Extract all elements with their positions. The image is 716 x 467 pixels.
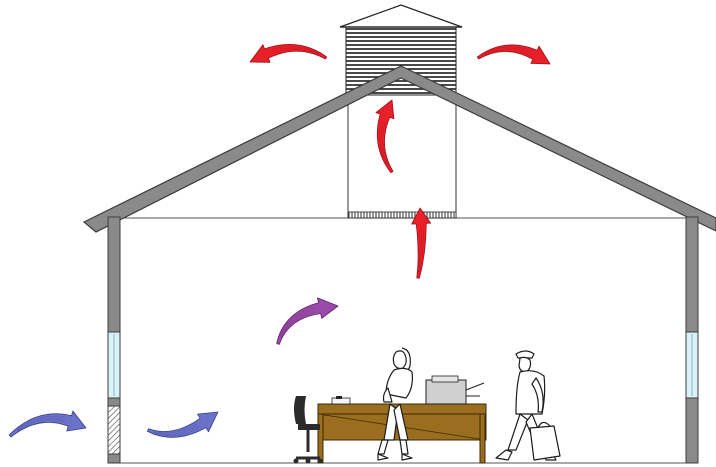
arrow-texture-5 [271, 47, 320, 55]
cool-air-arrow-icon [147, 411, 219, 438]
arrow-texture-4 [379, 120, 388, 167]
arrow-texture-2 [279, 307, 314, 337]
arrow-texture-1 [154, 427, 200, 436]
arrow-texture-5 [272, 49, 319, 56]
ceiling-grate [347, 211, 457, 219]
arrow-texture-3 [418, 228, 421, 272]
warm-air-arrow-icon [249, 44, 328, 63]
arrow-texture-2 [280, 311, 315, 338]
arrow-texture-1 [154, 425, 199, 435]
person-icon [495, 350, 561, 461]
ventilation-shaft [347, 91, 457, 218]
cupola-roof [339, 4, 463, 28]
arrow-texture-5 [271, 46, 320, 54]
building [82, 4, 716, 464]
mixed-air-arrow-icon [276, 297, 339, 345]
arrow-texture-1 [154, 423, 198, 434]
printer-icon [425, 375, 485, 405]
arrow-texture-0 [16, 417, 65, 431]
arrow-texture-3 [419, 228, 424, 273]
arrow-texture-4 [380, 120, 389, 166]
arrow-texture-2 [280, 309, 315, 338]
arrow-texture-6 [485, 49, 530, 56]
person-icon [377, 347, 413, 461]
left-inlet-vent [107, 405, 121, 455]
arrow-texture-6 [484, 47, 531, 55]
warm-air-arrow-icon [375, 99, 395, 174]
warm-air-arrow-icon [411, 207, 432, 279]
roof-gable [82, 65, 716, 233]
arrow-texture-4 [382, 121, 389, 166]
warm-air-arrow-icon [476, 44, 551, 65]
airflow-arrows [8, 44, 551, 438]
arrow-texture-3 [418, 228, 422, 272]
arrow-texture-0 [16, 415, 66, 430]
cool-air-arrow-icon [8, 410, 87, 438]
arrow-texture-6 [484, 46, 531, 54]
office-chair-icon [293, 396, 323, 464]
arrow-texture-0 [17, 419, 65, 432]
